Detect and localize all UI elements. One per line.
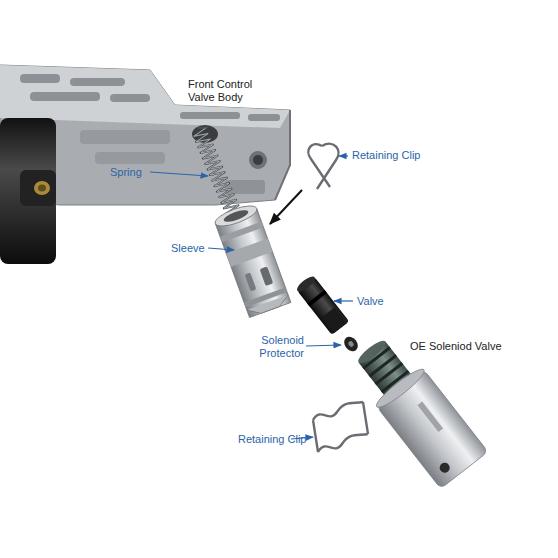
part-label: Solenoid Protector (248, 334, 304, 360)
sleeve (213, 202, 291, 318)
part-label: Valve (357, 295, 384, 308)
solenoid-valve (345, 330, 488, 489)
retaining-clip (308, 144, 338, 189)
leader-lines (150, 156, 353, 439)
part-label: Sleeve (171, 242, 205, 255)
retaining-clip (313, 402, 368, 452)
solenoid-protector (341, 334, 360, 354)
assembly-arrow (270, 190, 302, 224)
part-label: Retaining Clip (238, 433, 306, 446)
part-label: Front Control Valve Body (188, 78, 280, 104)
valve (295, 274, 349, 335)
part-label: OE Soleniod Valve (410, 340, 502, 353)
part-label: Spring (110, 166, 142, 179)
body-solenoid (0, 118, 56, 264)
part-label: Retaining Clip (352, 149, 420, 162)
